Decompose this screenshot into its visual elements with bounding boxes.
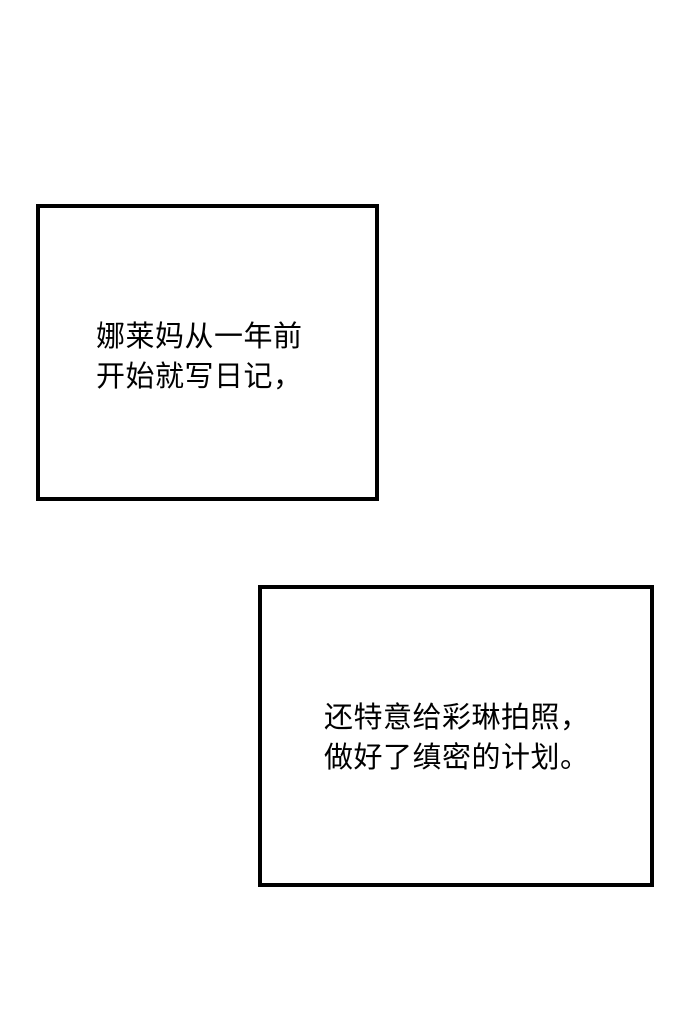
caption-1-line-1: 娜莱妈从一年前 (96, 319, 303, 353)
caption-box-2: 还特意给彩琳拍照， 做好了缜密的计划。 (258, 585, 654, 887)
caption-box-1: 娜莱妈从一年前 开始就写日记， (36, 204, 379, 501)
caption-1-line-2: 开始就写日记， (96, 359, 303, 393)
caption-2-line-1: 还特意给彩琳拍照， (324, 700, 590, 734)
caption-2-line-2: 做好了缜密的计划。 (324, 740, 590, 774)
